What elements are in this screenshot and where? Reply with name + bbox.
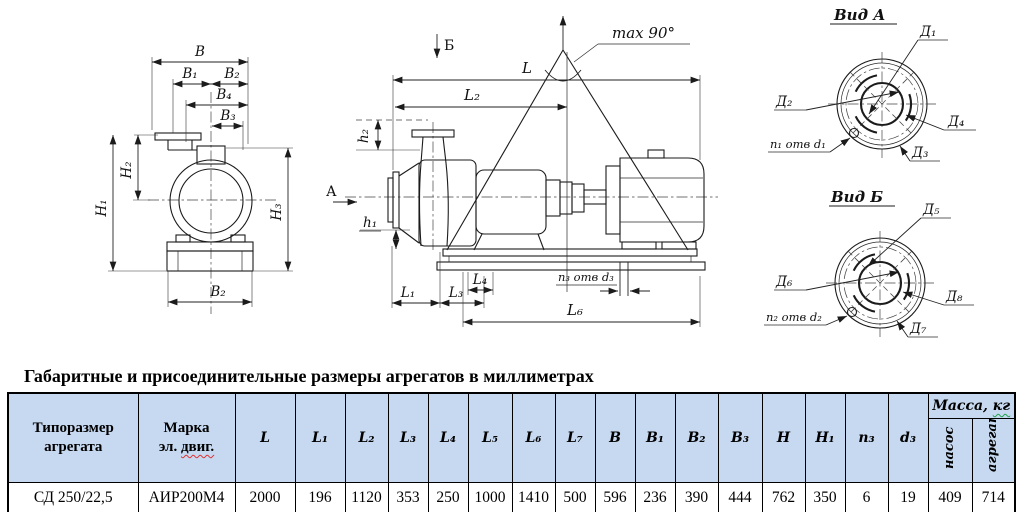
cell-L2: 1120	[344, 482, 389, 512]
dim-label-b: В	[194, 44, 205, 60]
col-header-B1: В₁	[634, 392, 676, 483]
dim-label-l: L	[521, 59, 532, 77]
view-b-title: Вид Б	[830, 188, 883, 206]
col-header-L4: L₄	[427, 392, 469, 483]
view-arrow-a-label: А	[326, 184, 337, 200]
cell-d3: 19	[887, 482, 929, 512]
col-header-mass: Масса, кг	[927, 392, 1016, 419]
col-header-L: L	[234, 392, 296, 483]
type-header-line1: Типоразмер	[32, 420, 114, 437]
cell-B: 596	[594, 482, 636, 512]
dim-label-d3: Д₃	[911, 145, 928, 161]
cell-motor: АИР200М4	[137, 482, 236, 512]
holes-d2-label: п₂ отв d₂	[766, 310, 822, 324]
dim-label-h1-side: h₁	[363, 215, 377, 231]
col-header-type: Типоразмер агрегата	[7, 392, 139, 483]
type-header-line2: агрегата	[44, 439, 103, 455]
dim-label-l6: L₆	[566, 301, 583, 319]
cell-B2: 390	[674, 482, 719, 512]
dim-label-l1: L₁	[400, 285, 415, 301]
cell-n3: 6	[844, 482, 889, 512]
cell-mass-pump: 409	[927, 482, 973, 512]
dim-label-l4: L₄	[472, 272, 487, 288]
cell-L3: 353	[387, 482, 429, 512]
table-row: СД 250/22,5 АИР200М4 2000 196 1120 353 2…	[7, 482, 1016, 512]
cell-B1: 236	[634, 482, 676, 512]
dimensions-table: Типоразмер агрегата Марка эл. двиг. L L₁…	[7, 392, 1017, 512]
dim-label-b4: В₄	[215, 87, 231, 103]
dim-label-b2: В₂	[223, 66, 239, 82]
cell-type: СД 250/22,5	[7, 482, 139, 512]
dim-label-d1: Д₁	[919, 24, 936, 40]
cell-L7: 500	[554, 482, 596, 512]
col-header-B2: В₂	[674, 392, 719, 483]
cell-H: 762	[761, 482, 806, 512]
col-header-mass-unit: агрегат	[971, 418, 1016, 483]
dim-label-b1: В₁	[181, 66, 197, 82]
col-header-H: Н	[761, 392, 806, 483]
side-view-drawing: max 90° Б L L₂ h₂ h₁ L₁ L₃ L₄	[345, 16, 718, 327]
technical-drawings: В В₁ В₂ В₄ В₃ Н₂ Н₁ Н₃ В₂ А	[94, 6, 976, 338]
mass-header-spellcheck: кг	[992, 398, 1011, 414]
section-title: Габаритные и присоединительные размеры а…	[24, 366, 594, 386]
col-header-L3: L₃	[387, 392, 429, 483]
dim-label-d7: Д₇	[909, 321, 927, 337]
view-arrow-b-label: Б	[444, 38, 454, 54]
col-header-L2: L₂	[344, 392, 389, 483]
cell-L: 2000	[234, 482, 296, 512]
cell-mass-unit: 714	[971, 482, 1016, 512]
dim-label-d5: Д₅	[922, 202, 940, 218]
dim-label-l3: L₃	[448, 285, 463, 301]
col-header-d3: d₃	[887, 392, 929, 483]
cell-H1: 350	[804, 482, 846, 512]
front-view-drawing: В В₁ В₂ В₄ В₃ Н₂ Н₁ Н₃ В₂ А	[94, 44, 357, 314]
col-header-B3: В₃	[717, 392, 763, 483]
dim-label-d2: Д₂	[775, 94, 792, 110]
col-header-L5: L₅	[467, 392, 513, 483]
motor-header-line1: Марка	[163, 420, 210, 437]
holes-d3-label: п₃ отв d₃	[558, 270, 614, 284]
cell-L5: 1000	[467, 482, 513, 512]
col-header-motor: Марка эл. двиг.	[137, 392, 236, 483]
motor-header-spellcheck: двиг.	[180, 439, 215, 455]
view-a-title: Вид А	[833, 6, 885, 24]
col-header-L1: L₁	[294, 392, 346, 483]
view-a-drawing: Вид А Д₁ Д₂ Д₄ Д₃ п₁ отв d₁	[768, 6, 976, 162]
col-header-B: В	[594, 392, 636, 483]
col-header-H1: Н₁	[804, 392, 846, 483]
holes-d1-label: п₁ отв d₁	[770, 137, 826, 151]
col-header-n3: n₃	[844, 392, 889, 483]
dim-label-d6: Д₆	[775, 274, 793, 290]
col-header-L6: L₆	[511, 392, 556, 483]
cell-B3: 444	[717, 482, 763, 512]
dim-label-b3: В₃	[219, 108, 235, 124]
dim-label-d4: Д₄	[947, 114, 964, 130]
dim-label-h1: Н₁	[94, 199, 110, 217]
dim-label-b2-bottom: В₂	[209, 284, 225, 300]
dim-label-l2: L₂	[463, 86, 480, 104]
dim-label-h2-side: h₂	[356, 129, 372, 143]
max-angle-label: max 90°	[612, 24, 675, 42]
dim-label-d8: Д₈	[945, 289, 963, 305]
cell-L4: 250	[427, 482, 469, 512]
dim-label-h2: Н₂	[119, 161, 135, 179]
cell-L6: 1410	[511, 482, 556, 512]
col-header-mass-pump: насос	[927, 418, 973, 483]
col-header-L7: L₇	[554, 392, 596, 483]
dim-label-h3: Н₃	[269, 203, 285, 221]
view-b-drawing: Вид Б Д₅ Д₆ Д₈ Д₇ п₂ отв d₂	[764, 188, 974, 338]
motor-header-line2: эл. двиг.	[158, 439, 215, 455]
cell-L1: 196	[294, 482, 346, 512]
